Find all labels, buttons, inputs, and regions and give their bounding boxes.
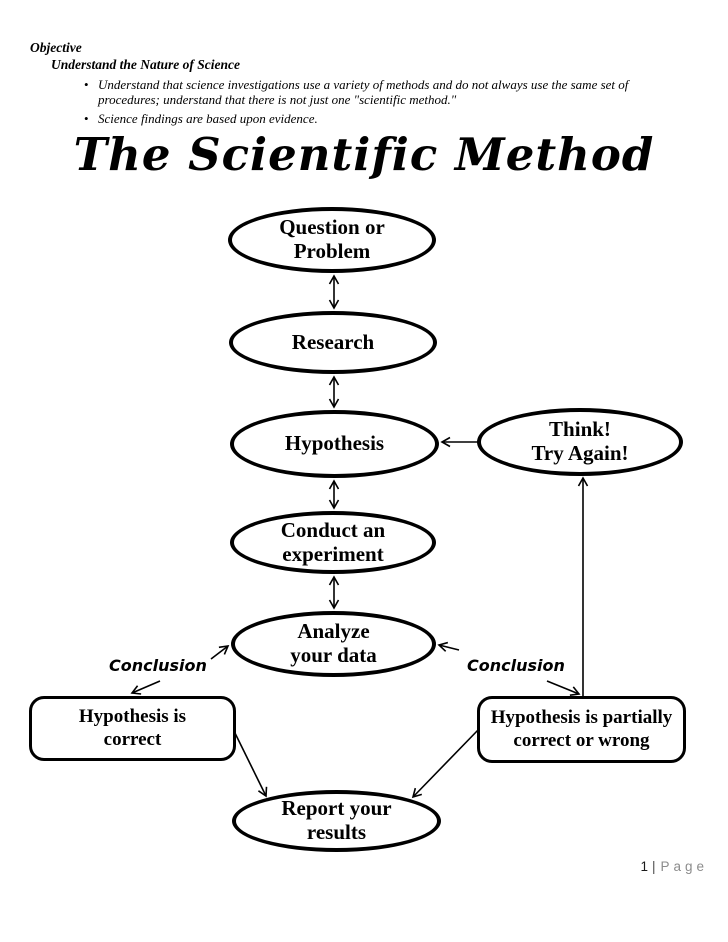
arrow-conclusion-right-to-analyze bbox=[437, 641, 460, 652]
objective-subheading: Understand the Nature of Science bbox=[51, 56, 240, 72]
arrow-conclusion-right-to-partial bbox=[546, 680, 581, 696]
bullet-item: Science findings are based upon evidence… bbox=[83, 111, 683, 126]
node-report-results: Report your results bbox=[232, 790, 441, 852]
arrow-conclusion-left-to-analyze bbox=[210, 645, 230, 660]
conclusion-label-right: Conclusion bbox=[467, 656, 565, 675]
node-hypothesis-correct: Hypothesis is correct bbox=[29, 696, 236, 761]
node-hypothesis: Hypothesis bbox=[230, 410, 439, 478]
footer-page-label: Page bbox=[660, 859, 708, 874]
node-question-or-problem: Question or Problem bbox=[228, 207, 436, 273]
objective-heading: Objective bbox=[30, 40, 82, 55]
page-footer: 1| Page bbox=[640, 859, 708, 874]
footer-page-number: 1 bbox=[640, 859, 648, 874]
arrow-conclusion-left-to-correct bbox=[130, 680, 161, 695]
conclusion-label-left: Conclusion bbox=[109, 656, 207, 675]
node-hypothesis-partially-correct: Hypothesis is partially correct or wrong bbox=[477, 696, 686, 763]
node-research: Research bbox=[229, 311, 437, 374]
arrow-partial-to-report bbox=[411, 728, 480, 799]
node-conduct-experiment: Conduct an experiment bbox=[230, 511, 436, 574]
objective-section: Objective Understand the Nature of Scien… bbox=[30, 40, 700, 131]
page-title: The Scientific Method bbox=[73, 128, 655, 181]
arrow-correct-to-report bbox=[232, 728, 268, 798]
node-analyze-data: Analyze your data bbox=[231, 611, 436, 677]
bullet-item: Understand that science investigations u… bbox=[83, 77, 683, 107]
objective-bullet-list: Understand that science investigations u… bbox=[83, 77, 683, 127]
node-think-try-again: Think! Try Again! bbox=[477, 408, 683, 476]
footer-separator: | bbox=[651, 859, 656, 874]
